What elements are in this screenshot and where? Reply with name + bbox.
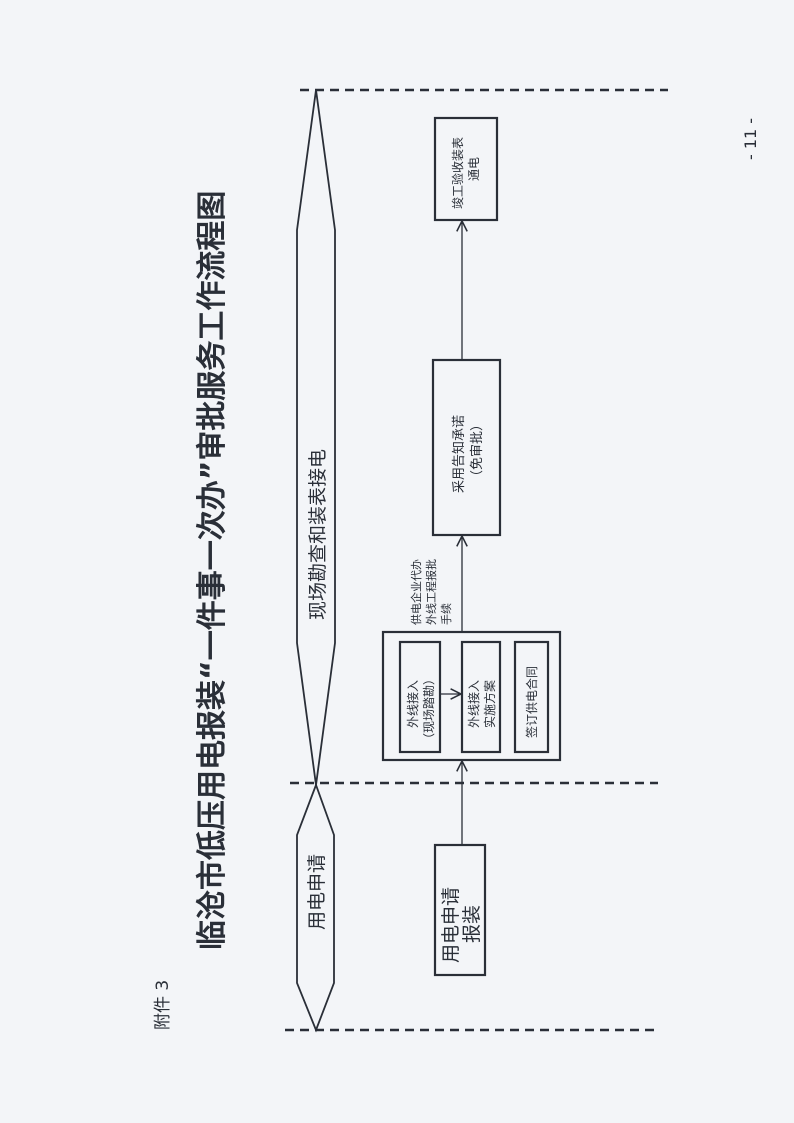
box-group-outer — [381, 630, 562, 762]
page-title: 临沧市低压用电报装“一件事一次办”审批服务工作流程图 — [195, 191, 230, 950]
box-survey — [398, 640, 442, 754]
phase-survey-label: 现场勘查和装表接电 — [307, 449, 329, 620]
page-number: - 11 - — [741, 118, 760, 160]
box-notify-line1: 采用告知承诺 — [451, 415, 467, 493]
box-finish-line1: 竣工验收装表 — [450, 137, 465, 209]
box-notify-line2: （免审批） — [470, 418, 485, 483]
box-finish-line2: 通电 — [467, 157, 481, 181]
phase-survey-shape — [296, 89, 336, 786]
box-survey-line2: （现场踏勘） — [422, 673, 436, 745]
box-contract-label: 签订供电合同 — [524, 666, 539, 738]
box-plan-line1: 外线接入 — [466, 680, 481, 728]
box-apply — [433, 843, 487, 977]
box-apply-line2: 报装 — [461, 905, 483, 943]
arrow-label-line3: 手续 — [439, 603, 453, 625]
box-contract — [513, 640, 550, 754]
phase-application-label: 用电申请 — [306, 854, 328, 930]
attachment-label: 附件 3 — [153, 980, 173, 1030]
box-survey-line1: 外线接入 — [405, 680, 420, 728]
box-apply-line1: 用电申请 — [440, 887, 462, 963]
box-plan-line2: 实施方案 — [482, 680, 497, 728]
box-finish — [433, 116, 499, 222]
phase-dividers — [285, 88, 668, 1032]
arrow-label-line2: 外线工程报批 — [424, 559, 438, 625]
arrow-label-line1: 供电企业代办 — [409, 559, 423, 625]
arrows — [440, 221, 462, 845]
